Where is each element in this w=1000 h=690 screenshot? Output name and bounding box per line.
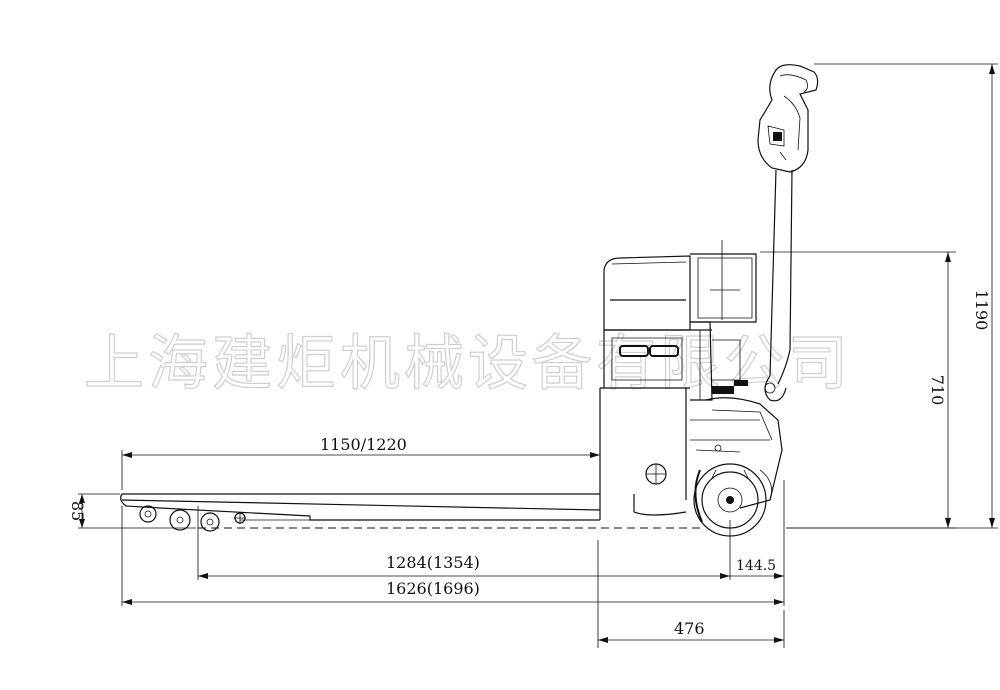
dimension-lines <box>78 63 998 648</box>
dim-front-overhang: 144.5 <box>736 558 776 574</box>
dim-wheelbase: 1284(1354) <box>386 553 480 572</box>
truck-body <box>599 240 783 516</box>
dim-fork-length: 1150/1220 <box>320 435 407 454</box>
tiller-arm <box>757 64 819 402</box>
dim-body-height: 710 <box>928 375 947 406</box>
company-watermark: 上海建炬机械设备有限公司 <box>84 329 852 399</box>
dim-height-85: 85 <box>68 501 87 521</box>
drive-wheel <box>693 463 773 537</box>
fork <box>120 493 635 521</box>
dim-overall-length: 1626(1696) <box>386 579 480 598</box>
load-rollers <box>139 505 246 532</box>
dim-overall-height: 1190 <box>972 290 991 331</box>
dim-body-width: 476 <box>674 619 705 638</box>
